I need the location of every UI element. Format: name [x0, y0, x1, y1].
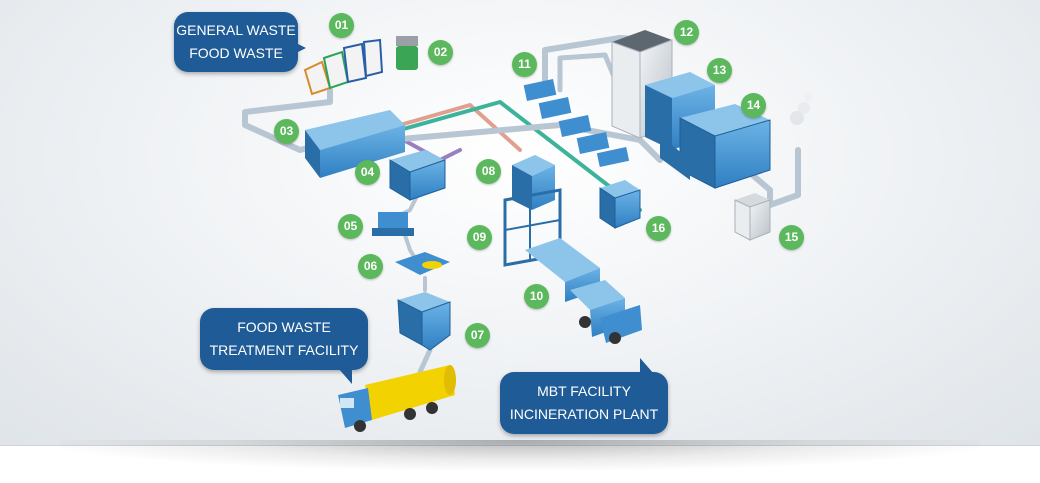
- callout-tail: [338, 368, 352, 384]
- callout-line-1: GENERAL WASTE: [176, 22, 296, 38]
- step-badge-01: 01: [329, 13, 354, 38]
- callout-line-2: TREATMENT FACILITY: [209, 342, 359, 358]
- step-badge-11: 11: [512, 52, 537, 77]
- step-badge-03: 03: [274, 119, 299, 144]
- step-badge-16: 16: [646, 216, 671, 241]
- step-badge-07: 07: [465, 323, 490, 348]
- cargo-truck: [570, 280, 642, 344]
- receiving-hopper: [305, 110, 405, 178]
- crusher-unit: [389, 150, 446, 201]
- callout-line-2: FOOD WASTE: [189, 45, 283, 61]
- step-badge-06: 06: [358, 254, 383, 279]
- duct-07-truck: [417, 347, 433, 375]
- callout-general-food-waste: GENERAL WASTE FOOD WASTE: [174, 12, 306, 72]
- callout-mbt-incineration: MBT FACILITY INCINERATION PLANT: [500, 358, 668, 434]
- callout-line-1: FOOD WASTE: [237, 319, 331, 335]
- callout-line-2: INCINERATION PLANT: [509, 406, 659, 422]
- separator: [372, 212, 414, 236]
- callout-food-waste-treatment: FOOD WASTE TREATMENT FACILITY: [200, 308, 368, 384]
- callout-tail: [294, 42, 306, 54]
- waste-bins: [303, 38, 384, 96]
- duct-grey-main: [387, 122, 663, 163]
- pipe-green: [398, 100, 642, 212]
- step-badge-10: 10: [524, 284, 549, 309]
- callout-line-1: MBT FACILITY: [537, 383, 631, 399]
- sorting-machines: [523, 79, 630, 167]
- bottom-shadow: [60, 440, 980, 470]
- tanker-truck: [338, 365, 456, 432]
- step-badge-02: 02: [428, 40, 453, 65]
- step-badge-14: 14: [741, 93, 766, 118]
- step-badge-04: 04: [355, 160, 380, 185]
- step-badge-05: 05: [338, 214, 363, 239]
- step-badge-12: 12: [674, 20, 699, 45]
- storage-tank: [397, 292, 451, 351]
- waste-process-illustration: [242, 30, 812, 432]
- duct-bins-to-03: [242, 87, 333, 153]
- storage-crate: [599, 180, 641, 229]
- step-badge-08: 08: [476, 159, 501, 184]
- drying-tray: [395, 252, 450, 275]
- pipe-salmon: [398, 103, 522, 152]
- stack-unit: [734, 94, 812, 241]
- step-badge-09: 09: [467, 225, 492, 250]
- step-badge-13: 13: [707, 58, 732, 83]
- food-waste-bin: [396, 36, 418, 70]
- callout-tail: [640, 358, 654, 374]
- step-badge-15: 15: [779, 225, 804, 250]
- duct-05-06: [403, 233, 417, 260]
